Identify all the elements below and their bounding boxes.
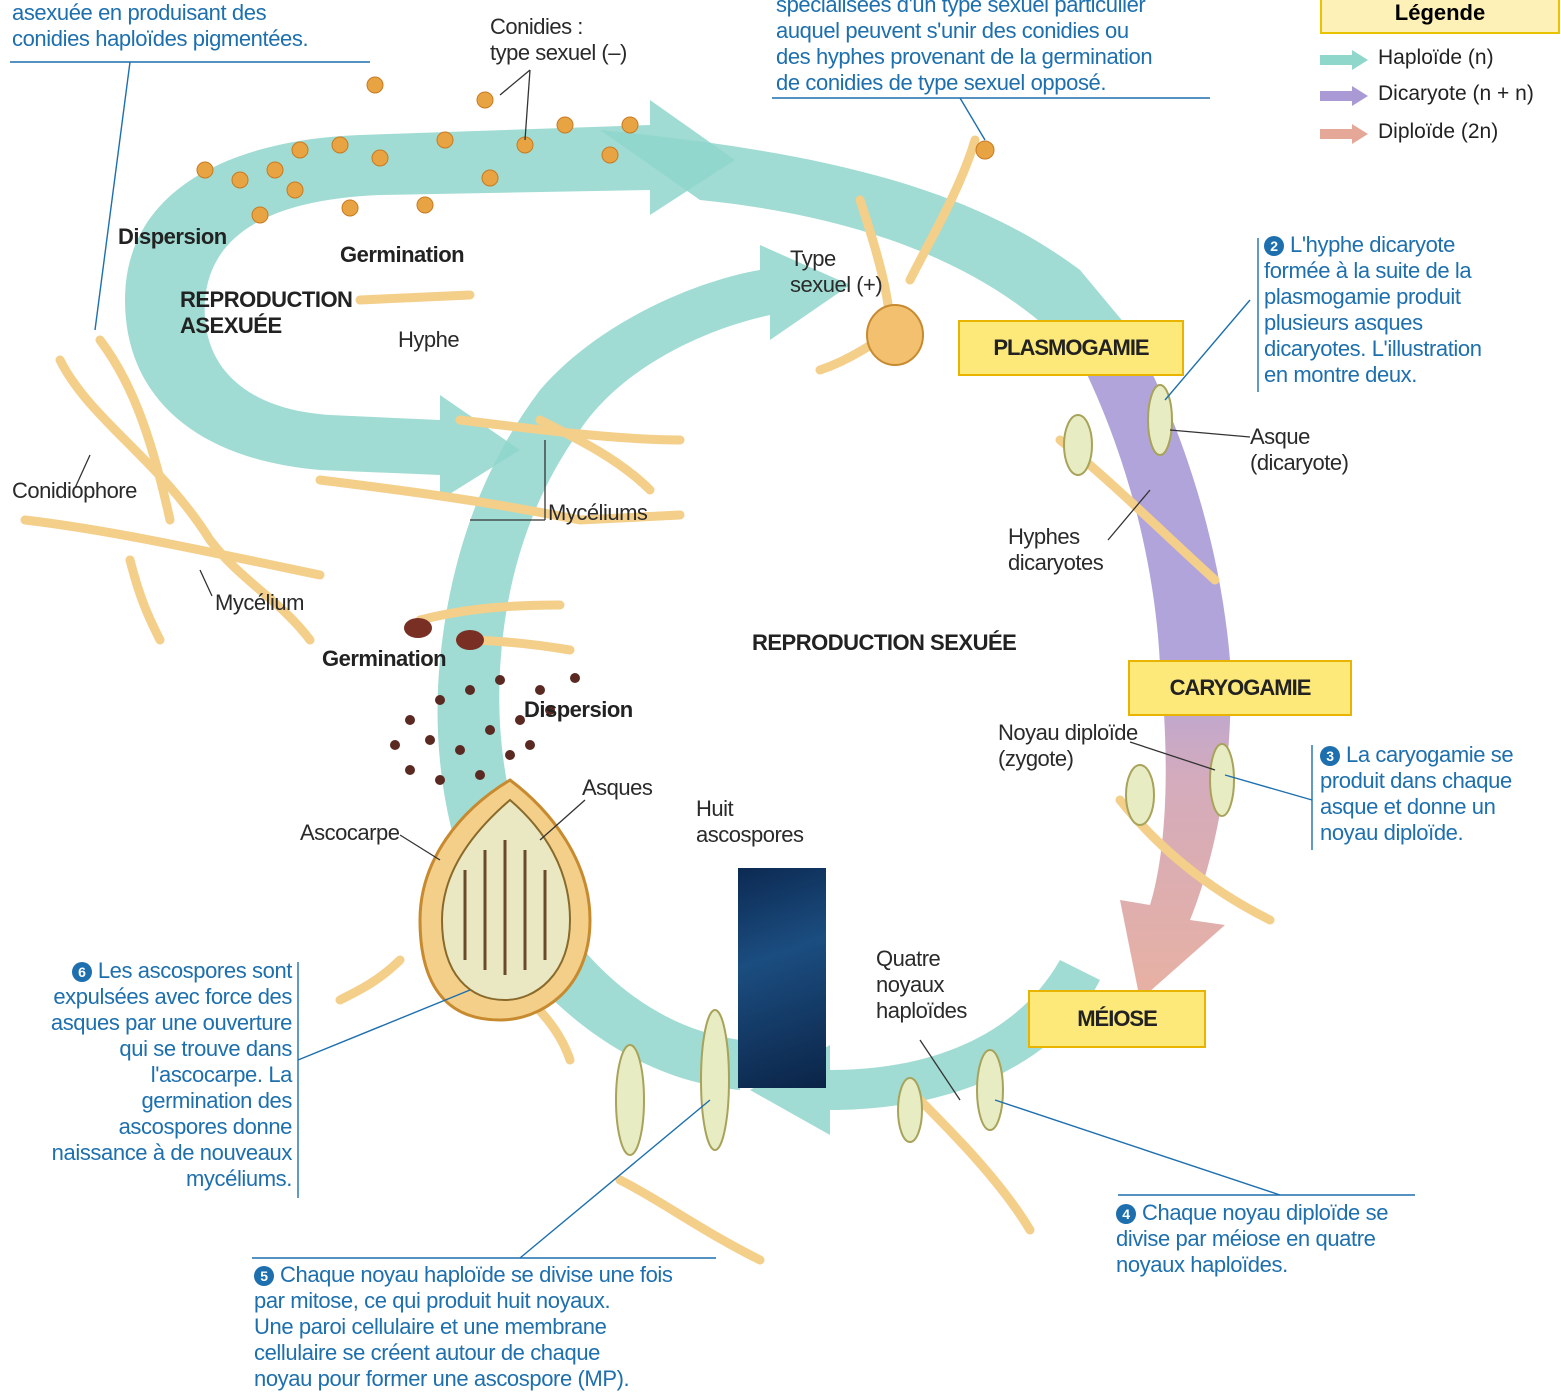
caption-line: Les ascospores sont <box>98 958 292 983</box>
label-hyphes-dicaryotes: Hyphes dicaryotes <box>1008 524 1103 576</box>
phase-meiose: MÉIOSE <box>1028 990 1206 1048</box>
caption-line: dicaryotes. L'illustration <box>1264 336 1482 362</box>
label-huit-ascospores: Huit ascospores <box>696 796 804 848</box>
label-line: Hyphes <box>1008 524 1103 550</box>
caption-line: asexuée en produisant des <box>12 0 308 26</box>
caption-line: noyau pour former une ascospore (MP). <box>254 1366 673 1392</box>
label-line: (dicaryote) <box>1250 450 1348 476</box>
legend-title: Légende <box>1320 0 1560 34</box>
step-2-caption: 2 L'hyphe dicaryote formée à la suite de … <box>1264 232 1482 388</box>
label-conidies: Conidies : type sexuel (–) <box>490 14 627 66</box>
caption-line: en montre deux. <box>1264 362 1482 388</box>
label-dispersion-bottom: Dispersion <box>524 697 633 723</box>
legend-label: Dicaryote (n + n) <box>1378 82 1534 106</box>
label-line: Type <box>790 246 882 272</box>
caption-line: noyaux haploïdes. <box>1116 1252 1388 1278</box>
caption-line: L'hyphe dicaryote <box>1290 232 1455 257</box>
haploid-arrow-icon <box>1320 50 1368 70</box>
label-line: (zygote) <box>998 746 1138 772</box>
caption-line: qui se trouve dans <box>10 1036 292 1062</box>
caption-line: par mitose, ce qui produit huit noyaux. <box>254 1288 673 1314</box>
caption-line: naissance à de nouveaux <box>10 1140 292 1166</box>
caption-line: auquel peuvent s'unir des conidies ou <box>776 18 1152 44</box>
caption-line: plusieurs asques <box>1264 310 1482 336</box>
caption-line: germination des <box>10 1088 292 1114</box>
label-type-sexuel-plus: Type sexuel (+) <box>790 246 882 298</box>
label-reproduction-sexuee: REPRODUCTION SEXUÉE <box>752 630 1016 656</box>
caption-line: Une paroi cellulaire et une membrane <box>254 1314 673 1340</box>
top-right-caption: spécialisées d'un type sexuel particulie… <box>776 0 1152 96</box>
caption-line: ascospores donne <box>10 1114 292 1140</box>
caption-line: l'ascocarpe. La <box>10 1062 292 1088</box>
label-line: dicaryotes <box>1008 550 1103 576</box>
step-number-badge: 3 <box>1320 746 1340 766</box>
top-left-caption: asexuée en produisant des conidies haplo… <box>12 0 308 52</box>
step-number-badge: 6 <box>72 962 92 982</box>
ascospores-micrograph <box>738 868 826 1088</box>
label-reproduction-asexuee: REPRODUCTION ASEXUÉE <box>180 287 352 339</box>
ascocarp-illustration <box>420 780 590 1020</box>
label-line: haploïdes <box>876 998 967 1024</box>
label-line: noyaux <box>876 972 967 998</box>
label-line: Noyau diploïde <box>998 720 1138 746</box>
legend-label: Diploïde (2n) <box>1378 120 1498 144</box>
caption-line: spécialisées d'un type sexuel particulie… <box>776 0 1152 18</box>
label-line: ascospores <box>696 822 804 848</box>
step-4-caption: 4 Chaque noyau diploïde se divise par méi… <box>1116 1200 1388 1278</box>
label-line: ASEXUÉE <box>180 313 352 339</box>
label-dispersion-top: Dispersion <box>118 224 227 250</box>
label-line: REPRODUCTION <box>180 287 352 313</box>
label-line: sexuel (+) <box>790 272 882 298</box>
caption-line: formée à la suite de la <box>1264 258 1482 284</box>
label-line: Asque <box>1250 424 1348 450</box>
caption-line: asques par une ouverture <box>10 1010 292 1036</box>
label-noyau-diploide: Noyau diploïde (zygote) <box>998 720 1138 772</box>
label-line: Huit <box>696 796 804 822</box>
label-conidiophore: Conidiophore <box>12 478 137 504</box>
label-germination-top: Germination <box>340 242 464 268</box>
label-ascocarpe: Ascocarpe <box>300 820 399 846</box>
step-5-caption: 5 Chaque noyau haploïde se divise une foi… <box>254 1262 673 1392</box>
label-quatre-noyaux: Quatre noyaux haploïdes <box>876 946 967 1024</box>
legend: Légende Haploïde (n) Dicaryote (n + n) D… <box>1320 0 1556 160</box>
caption-line: de conidies de type sexuel opposé. <box>776 70 1152 96</box>
caption-line: divise par méiose en quatre <box>1116 1226 1388 1252</box>
label-line: Quatre <box>876 946 967 972</box>
caption-line: Chaque noyau haploïde se divise une fois <box>280 1262 673 1287</box>
legend-label: Haploïde (n) <box>1378 46 1494 70</box>
caption-line: mycéliums. <box>10 1166 292 1192</box>
label-mycelium: Mycélium <box>215 590 304 616</box>
label-asque-dicaryote: Asque (dicaryote) <box>1250 424 1348 476</box>
step-number-badge: 2 <box>1264 236 1284 256</box>
caption-line: expulsées avec force des <box>10 984 292 1010</box>
phase-plasmogamie: PLASMOGAMIE <box>958 320 1184 376</box>
sexual-structure <box>867 305 923 365</box>
step-3-caption: 3 La caryogamie se produit dans chaque as… <box>1320 742 1513 846</box>
dikaryon-arrow-icon <box>1320 86 1368 106</box>
label-asques: Asques <box>582 775 652 801</box>
diploid-arrow-icon <box>1320 124 1368 144</box>
label-line: type sexuel (–) <box>490 40 627 66</box>
caption-line: produit dans chaque <box>1320 768 1513 794</box>
caption-line: cellulaire se créent autour de chaque <box>254 1340 673 1366</box>
step-number-badge: 4 <box>1116 1204 1136 1224</box>
caption-line: La caryogamie se <box>1346 742 1513 767</box>
step-number-badge: 5 <box>254 1266 274 1286</box>
caption-line: plasmogamie produit <box>1264 284 1482 310</box>
label-hyphe: Hyphe <box>398 327 459 353</box>
label-line: Conidies : <box>490 14 627 40</box>
caption-line: noyau diploïde. <box>1320 820 1513 846</box>
caption-line: Chaque noyau diploïde se <box>1142 1200 1388 1225</box>
label-germination-bottom: Germination <box>322 646 446 672</box>
sexual-cycle-arrow-dikaryon <box>1080 330 1230 665</box>
caption-line: asque et donne un <box>1320 794 1513 820</box>
label-myceliums: Mycéliums <box>548 500 647 526</box>
caption-line: conidies haploïdes pigmentées. <box>12 26 308 52</box>
phase-caryogamie: CARYOGAMIE <box>1128 660 1352 716</box>
caption-line: des hyphes provenant de la germination <box>776 44 1152 70</box>
step-6-caption: 6 Les ascospores sont expulsées avec forc… <box>10 958 292 1192</box>
